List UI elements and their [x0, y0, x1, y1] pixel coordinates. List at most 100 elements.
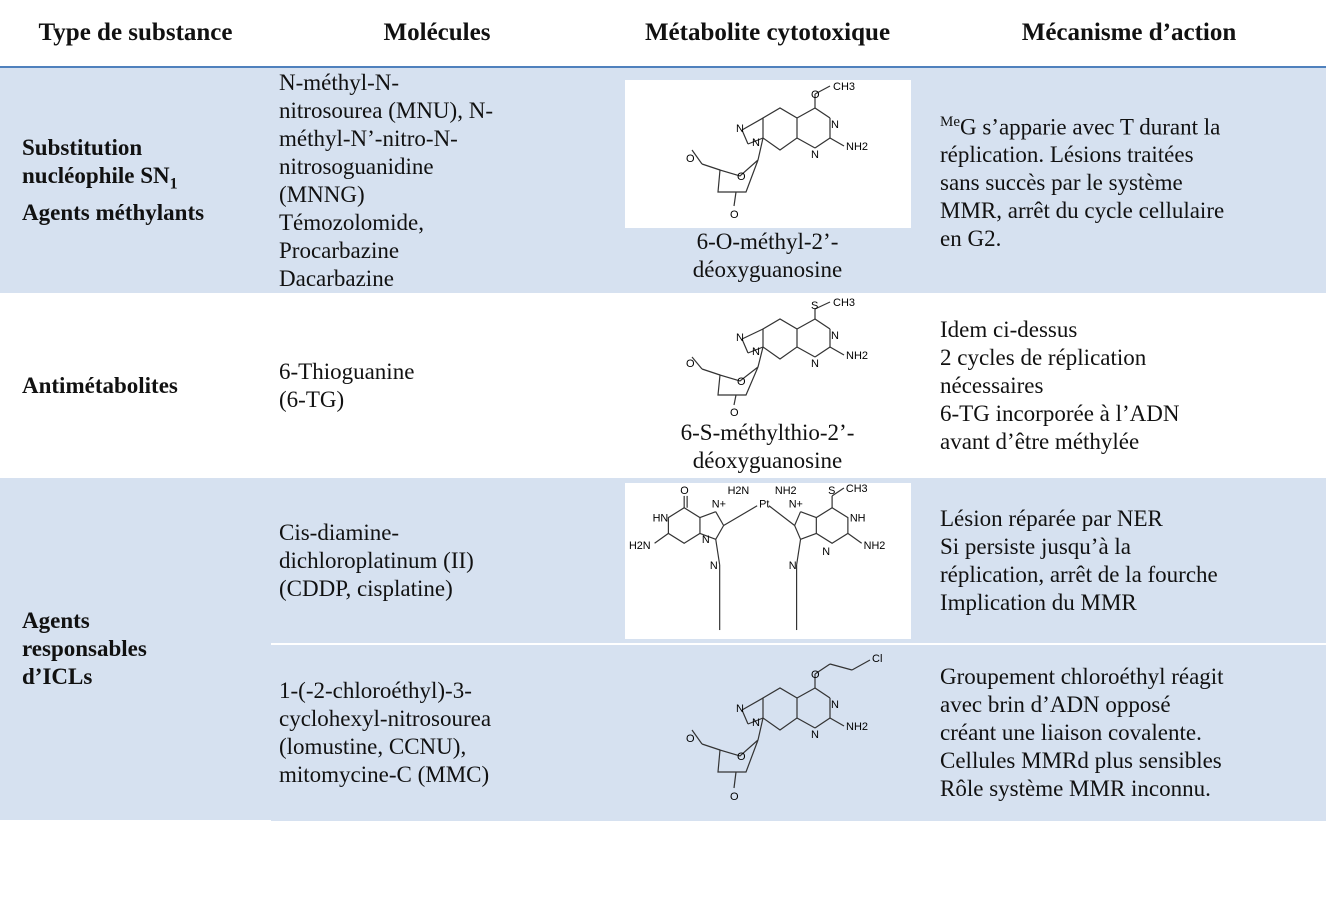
- structure-o6-chloroethyl-deoxyguanosine: O Cl N N NH2 N N O O O: [686, 653, 882, 803]
- molecule-line: 6-Thioguanine: [279, 358, 415, 384]
- atom-label: NH2: [846, 141, 868, 153]
- molecule-line: nitrosourea (MNU), N-: [279, 97, 493, 123]
- mechanism-line: en G2.: [940, 226, 1002, 252]
- mechanism-line: Si persiste jusqu’à la: [940, 533, 1131, 559]
- atom-label: Cl: [872, 653, 882, 665]
- mechanism-line: 6-TG incorporée à l’ADN: [940, 400, 1180, 426]
- mechanism-cell: Lésion réparée par NER Si persiste jusqu…: [932, 478, 1326, 645]
- atom-label: N: [822, 546, 830, 558]
- atom-label: N: [831, 699, 839, 711]
- atom-label: NH2: [846, 350, 868, 362]
- atom-label: CH3: [833, 81, 855, 93]
- table-row: Antimétabolites 6-Thioguanine (6-TG): [0, 293, 1326, 478]
- atom-label: N: [736, 703, 744, 715]
- metabolite-name: 6-O-méthyl-2’-: [696, 228, 839, 254]
- molecules-cell: 6-Thioguanine (6-TG): [271, 293, 603, 478]
- molecules-cell: Cis-diamine- dichloroplatinum (II) (CDDP…: [271, 478, 603, 645]
- atom-label: O: [811, 89, 820, 101]
- metabolite-cell: CH3 S N N NH2 N N O O O 6-S-méthylthio-2…: [603, 293, 932, 478]
- mechanism-line: Cellules MMRd plus sensibles: [940, 748, 1222, 773]
- mechanism-line: Rôle système MMR inconnu.: [940, 776, 1211, 801]
- atom-label: NH2: [863, 540, 885, 552]
- atom-label: Pt: [759, 498, 769, 510]
- atom-label: O: [737, 376, 746, 388]
- atom-label: H2N: [727, 484, 749, 496]
- atom-label: CH3: [845, 483, 867, 495]
- atom-label: S: [811, 300, 818, 312]
- substance-type-line: responsables: [22, 636, 147, 661]
- atom-label: S: [828, 484, 835, 496]
- header-mechanism: Mécanisme d’action: [932, 0, 1326, 68]
- atom-label: N: [752, 346, 760, 358]
- substance-type-line: Antimétabolites: [22, 372, 178, 398]
- atom-label: N: [736, 332, 744, 344]
- structure-cisplatin-crosslink: O HN H2N N N+ N H2N Pt NH2 N+ N S CH3 NH…: [624, 482, 911, 639]
- mechanism-line: MMR, arrêt du cycle cellulaire: [940, 198, 1225, 224]
- mechanism-line: sans succès par le système: [940, 170, 1183, 196]
- molecule-line: Procarbazine: [279, 237, 400, 263]
- atom-label: O: [730, 209, 739, 221]
- atom-label: N: [736, 123, 744, 135]
- atom-label: N: [701, 534, 709, 546]
- metabolite-cell: O Cl N N NH2 N N O O O: [603, 644, 932, 821]
- molecules-cell: N-méthyl-N- nitrosourea (MNU), N- méthyl…: [271, 67, 603, 293]
- header-cytotoxic-metabolite: Métabolite cytotoxique: [603, 0, 932, 68]
- atom-label: CH3: [833, 297, 855, 309]
- mechanism-line: Lésion réparée par NER: [940, 505, 1163, 531]
- substance-type-cell: Agents responsables d’ICLs: [0, 478, 271, 822]
- mechanism-line: réplication, arrêt de la fourche: [940, 561, 1218, 587]
- molecule-line: (6-TG): [279, 386, 345, 412]
- mechanism-line: avec brin d’ADN opposé: [940, 692, 1171, 717]
- mechanism-line: Implication du MMR: [940, 589, 1137, 615]
- atom-label: O: [686, 358, 695, 370]
- substance-type-text: nucléophile SN: [22, 163, 170, 189]
- atom-label: N: [788, 559, 796, 571]
- atom-label: O: [737, 171, 746, 183]
- atom-label: N: [811, 149, 819, 161]
- atom-label: NH2: [846, 721, 868, 733]
- mechanism-line: créant une liaison covalente.: [940, 720, 1202, 745]
- substance-type-line: d’ICLs: [22, 664, 93, 689]
- substance-type-line: Substitution: [22, 135, 143, 161]
- table-row: Substitution nucléophile SN1 Agents méth…: [0, 67, 1326, 293]
- metabolite-cell: CH3 O N N NH2 N N O O O 6-O-méthyl-2’- d…: [603, 67, 932, 293]
- molecules-cell: 1-(-2-chloroéthyl)-3- cyclohexyl-nitroso…: [271, 644, 603, 821]
- mechanism-line: Idem ci-dessus: [940, 316, 1078, 342]
- atom-label: N: [752, 137, 760, 149]
- mechanism-line: Groupement chloroéthyl réagit: [940, 664, 1224, 689]
- atom-label: NH: [849, 512, 865, 524]
- table-row: 1-(-2-chloroéthyl)-3- cyclohexyl-nitroso…: [0, 644, 1326, 821]
- molecule-line: (MNNG): [279, 181, 365, 207]
- metabolite-name: déoxyguanosine: [692, 447, 843, 473]
- molecule-line: nitrosoguanidine: [279, 153, 434, 179]
- structure-s6-methylthio-deoxyguanosine: CH3 S N N NH2 N N O O O: [624, 296, 911, 419]
- metabolite-name: 6-S-méthylthio-2’-: [680, 419, 855, 445]
- substance-type-cell: Substitution nucléophile SN1 Agents méth…: [0, 67, 271, 293]
- molecule-line: (lomustine, CCNU),: [279, 734, 467, 759]
- atom-label: N: [811, 358, 819, 370]
- header-molecules: Molécules: [271, 0, 603, 68]
- molecule-line: dichloroplatinum (II): [279, 547, 474, 573]
- atom-label: NH2: [774, 484, 796, 496]
- header-row: Type de substance Molécules Métabolite c…: [0, 0, 1326, 68]
- atom-label: N: [831, 330, 839, 342]
- atom-label: N: [709, 559, 717, 571]
- table-row: Agents responsables d’ICLs Cis-diamine- …: [0, 478, 1326, 822]
- substance-type-cell: Antimétabolites: [0, 293, 271, 478]
- atom-label: H2N: [628, 540, 650, 552]
- mechanism-cell: Idem ci-dessus 2 cycles de réplication n…: [932, 293, 1326, 478]
- substance-type-line: Agents méthylants: [22, 199, 205, 225]
- molecule-line: Témozolomide,: [279, 209, 424, 235]
- atom-label: O: [730, 791, 739, 803]
- atom-label: O: [737, 751, 746, 763]
- mechanism-cell: Groupement chloroéthyl réagit avec brin …: [932, 644, 1326, 821]
- atom-label: O: [686, 733, 695, 745]
- substance-type-line: nucléophile SN1: [22, 162, 265, 199]
- substance-type-line: Agents: [22, 608, 90, 633]
- atom-label: HN: [652, 512, 668, 524]
- atom-label: N: [752, 717, 760, 729]
- structure-o6-methyl-deoxyguanosine: CH3 O N N NH2 N N O O O: [624, 79, 911, 228]
- atom-label: N+: [711, 498, 725, 510]
- mechanism-line: réplication. Lésions traitées: [940, 142, 1194, 168]
- atom-label: N+: [788, 498, 802, 510]
